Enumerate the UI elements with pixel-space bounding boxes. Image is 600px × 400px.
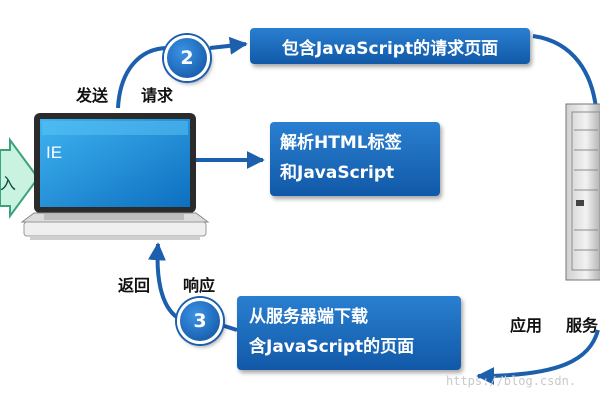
- arrow-laptop-to-step2: [116, 46, 169, 109]
- partial-input-arrow-shape: [0, 136, 40, 220]
- arrow-server-to-step3-box: [476, 329, 600, 385]
- partial-left-label: 入: [0, 174, 17, 193]
- parse-html-box: 解析HTML标签 和JavaScript: [270, 122, 440, 196]
- server-icon: [565, 103, 600, 281]
- laptop-screen-text: IE: [46, 143, 63, 162]
- parse-line-2: 和JavaScript: [280, 163, 395, 183]
- download-line-2: 含JavaScript的页面: [249, 337, 415, 357]
- label-return: 返回: [118, 276, 151, 295]
- label-server-partial: 服务: [566, 316, 599, 335]
- download-line-1: 从服务器端下载: [249, 307, 368, 327]
- label-application: 应用: [510, 316, 543, 335]
- request-page-box: 包含JavaScript的请求页面: [250, 28, 530, 64]
- label-response: 响应: [183, 276, 216, 295]
- arrow-step2-to-request-box: [209, 36, 248, 55]
- label-send: 发送: [76, 86, 109, 105]
- download-page-box: 从服务器端下载 含JavaScript的页面: [237, 296, 461, 370]
- watermark-text: https://blog.csdn.: [446, 374, 577, 388]
- label-request: 请求: [141, 86, 174, 105]
- parse-line-1: 解析HTML标签: [280, 133, 402, 153]
- arrow-request-to-server: [532, 34, 598, 109]
- step-3-badge: 3: [177, 298, 223, 344]
- laptop-icon: [20, 113, 210, 240]
- step-2-badge: 2: [164, 35, 210, 81]
